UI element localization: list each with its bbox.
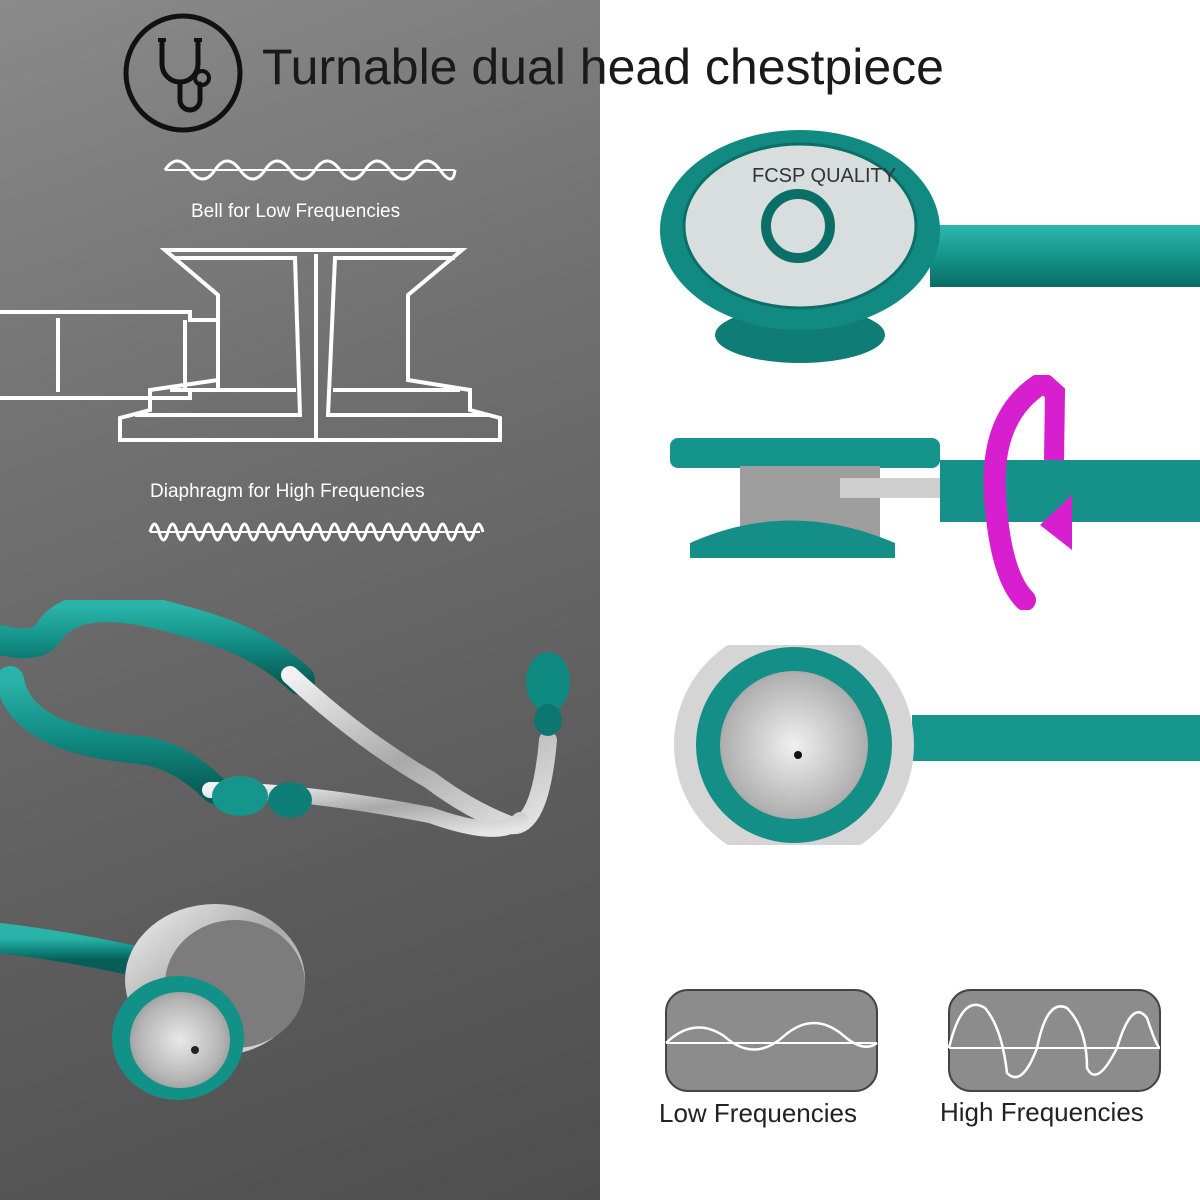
svg-text:FCSP QUALITY: FCSP QUALITY bbox=[752, 165, 896, 187]
low-frequency-tile bbox=[665, 989, 878, 1092]
stethoscope-image bbox=[0, 600, 570, 1100]
high-frequencies-label: High Frequencies bbox=[940, 1097, 1144, 1127]
chestpiece-diagram bbox=[0, 248, 502, 442]
low-frequency-wave-icon bbox=[163, 159, 457, 181]
eartip-right bbox=[526, 652, 570, 712]
stethoscope-icon bbox=[123, 13, 243, 133]
chestpiece-bottom-view bbox=[674, 645, 1200, 845]
page-title: Turnable dual head chestpiece bbox=[262, 39, 944, 95]
high-frequency-wave-icon bbox=[148, 522, 485, 542]
high-frequency-tile bbox=[947, 989, 1161, 1092]
rotate-arrow-icon bbox=[983, 375, 1072, 610]
bell-label: Bell for Low Frequencies bbox=[191, 201, 401, 222]
diaphragm-label: Diaphragm for High Frequencies bbox=[150, 481, 425, 502]
chestpiece-top-view: FCSP QUALITY bbox=[660, 130, 1200, 363]
low-frequencies-label: Low Frequencies bbox=[659, 1098, 857, 1128]
chestpiece-side-view bbox=[670, 438, 1200, 558]
